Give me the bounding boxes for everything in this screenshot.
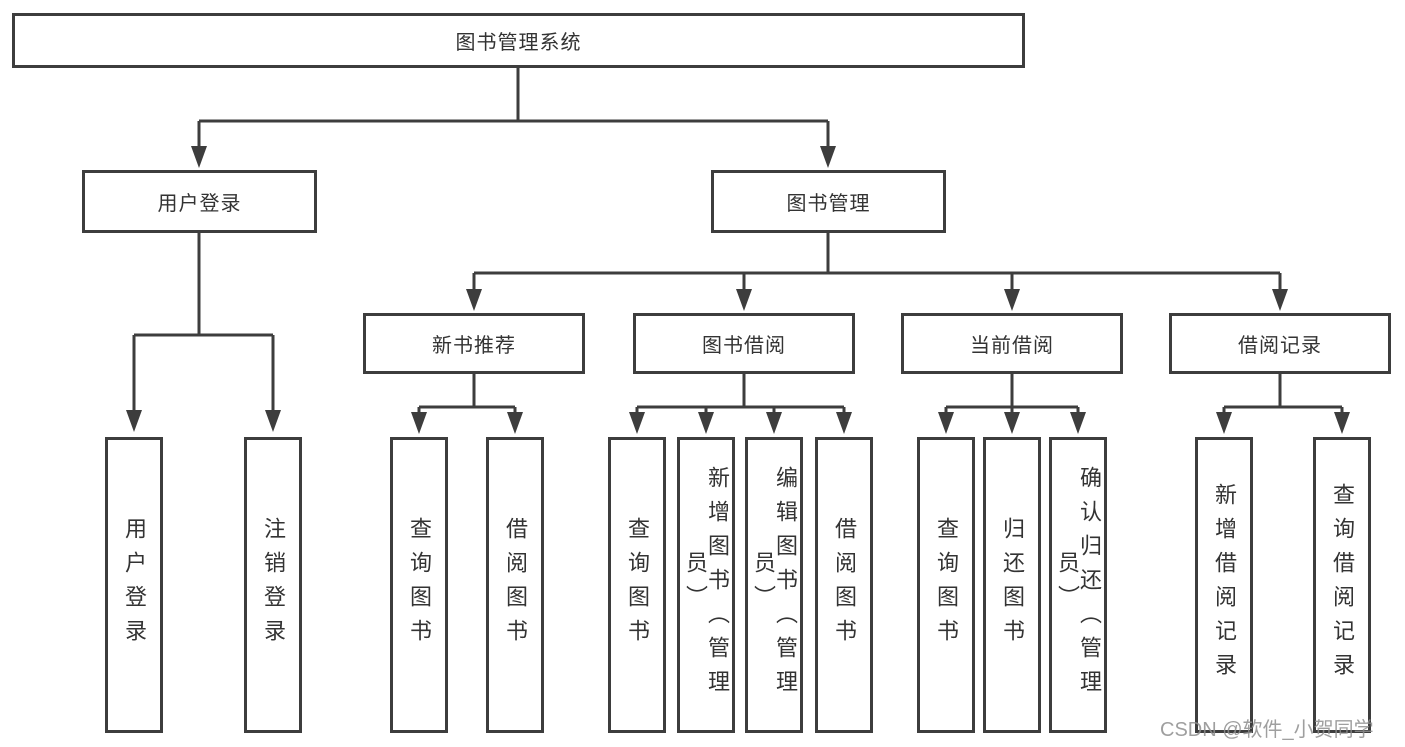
leaf-logout: 注销登录	[244, 437, 302, 733]
arrowheads	[126, 146, 1350, 434]
leaf-borrow-books-recommend: 借阅图书	[486, 437, 544, 733]
node-current-borrowing: 当前借阅	[901, 313, 1123, 374]
leaf-confirm-return-admin: 确认归还（管理员）	[1049, 437, 1107, 733]
leaf-query-borrow-record: 查询借阅记录	[1313, 437, 1371, 733]
csdn-watermark: CSDN @软件_小贺同学	[1160, 719, 1374, 741]
node-book-management: 图书管理	[711, 170, 946, 233]
leaf-return-books: 归还图书	[983, 437, 1041, 733]
leaf-add-borrow-record: 新增借阅记录	[1195, 437, 1253, 733]
node-book-borrowing: 图书借阅	[633, 313, 855, 374]
tree-edges	[132, 68, 1344, 413]
leaf-user-login: 用户登录	[105, 437, 163, 733]
leaf-add-books-admin: 新增图书（管理员）	[677, 437, 735, 733]
node-library-management-system: 图书管理系统	[12, 13, 1025, 68]
leaf-query-books-borrow: 查询图书	[608, 437, 666, 733]
node-borrowing-records: 借阅记录	[1169, 313, 1391, 374]
leaf-edit-books-admin: 编辑图书（管理员）	[745, 437, 803, 733]
leaf-query-books-current: 查询图书	[917, 437, 975, 733]
leaf-query-books-recommend: 查询图书	[390, 437, 448, 733]
node-new-book-recommendation: 新书推荐	[363, 313, 585, 374]
node-user-login: 用户登录	[82, 170, 317, 233]
leaf-borrow-books: 借阅图书	[815, 437, 873, 733]
